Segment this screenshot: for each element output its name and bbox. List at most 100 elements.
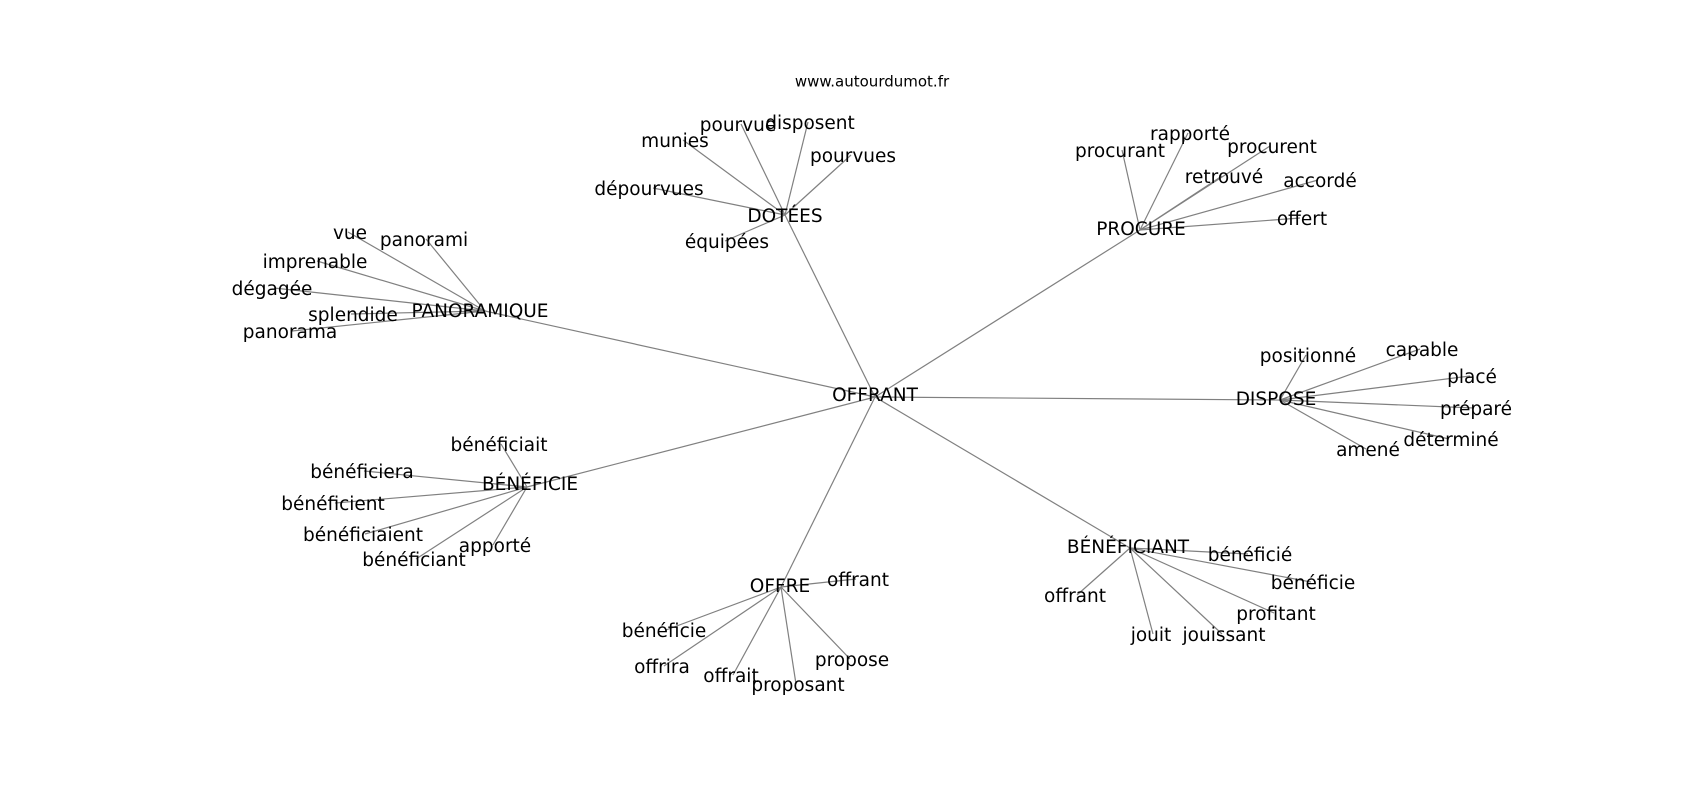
word-node-label: procurent [1227, 137, 1317, 158]
edge-group-to-word [1129, 547, 1223, 635]
edge-group-to-word [1129, 547, 1275, 614]
group-node-label: BÉNÉFICIANT [1067, 536, 1190, 558]
group-node-label: BÉNÉFICIE [482, 473, 578, 495]
edge-group-to-word [1139, 132, 1189, 231]
edge-group-to-word [724, 214, 786, 242]
word-node-label: dégagée [232, 279, 313, 300]
edge-group-to-word [364, 486, 528, 535]
word-node-label: offrant [1044, 586, 1106, 607]
word-node-label: bénéficient [281, 494, 385, 515]
edge-group-to-word [1139, 175, 1223, 231]
word-node-label: dépourvues [594, 179, 703, 200]
edge-group-to-word [1129, 547, 1312, 583]
edge-group-to-word [784, 154, 852, 216]
word-node-label: vue [333, 223, 367, 244]
source-url: www.autourdumot.fr [795, 73, 950, 91]
edge-center-to-group [874, 396, 1131, 549]
edge-center-to-group [874, 396, 1281, 401]
word-node-label: splendide [308, 305, 398, 326]
word-node-label: jouit [1130, 625, 1172, 646]
edge-group-to-word [500, 443, 528, 488]
word-node-label: panorami [380, 230, 468, 251]
word-node-label: pourvue [700, 115, 776, 136]
word-node-label: bénéficie [622, 621, 707, 642]
edge-group-to-word [492, 486, 528, 546]
word-node-label: panorama [243, 322, 337, 343]
edge-group-to-word [740, 123, 786, 216]
word-node-label: offert [1277, 209, 1327, 230]
word-node-label: disposent [765, 113, 855, 134]
word-node-label: profitant [1236, 604, 1315, 625]
edge-center-to-group [526, 396, 876, 488]
word-node-label: préparé [1440, 399, 1512, 420]
edge-group-to-word [1279, 399, 1450, 440]
edge-group-to-word [665, 586, 782, 631]
word-node-label: jouissant [1182, 625, 1266, 646]
edge-group-to-word [1279, 348, 1421, 401]
word-node-label: amené [1336, 440, 1400, 461]
word-node-label: bénéficiait [451, 435, 548, 456]
word-node-label: bénéficiera [310, 462, 414, 483]
edge-group-to-word [334, 486, 528, 504]
group-node-label: DISPOSE [1236, 389, 1317, 410]
center-node-label: OFFRANT [832, 385, 918, 406]
edge-group-to-word [415, 486, 528, 560]
word-node-label: munies [641, 131, 709, 152]
edge-group-to-word [780, 586, 797, 685]
edge-group-to-word [1121, 149, 1141, 231]
word-node-label: imprenable [263, 252, 368, 273]
edge-group-to-word [1279, 375, 1471, 401]
edge-group-to-word [350, 310, 486, 315]
word-node-label: procurant [1075, 141, 1165, 162]
word-node-label: positionné [1260, 346, 1356, 367]
edge-group-to-word [363, 470, 528, 488]
word-node-label: bénéficié [1208, 545, 1293, 566]
edge-group-to-word [682, 139, 786, 216]
edge-group-to-word [291, 310, 486, 332]
group-node-label: PANORAMIQUE [412, 301, 549, 322]
word-node-label: accordé [1283, 171, 1356, 192]
edge-group-to-word [1139, 217, 1301, 231]
word-node-label: bénéficiant [362, 550, 466, 571]
group-node-label: PROCURE [1096, 219, 1186, 240]
word-node-label: bénéficiaient [303, 525, 423, 546]
edge-group-to-word [1139, 179, 1319, 231]
word-node-label: propose [815, 650, 889, 671]
edge-group-to-word [1129, 547, 1249, 555]
graph-edges [273, 121, 1475, 685]
edge-group-to-word [780, 578, 857, 588]
edge-center-to-group [484, 310, 876, 398]
edge-group-to-word [1129, 547, 1154, 635]
edge-group-to-word [1279, 399, 1367, 450]
word-node-label: proposant [751, 675, 844, 696]
edge-group-to-word [425, 238, 486, 312]
word-node-label: équipées [685, 232, 769, 253]
group-node-label: DOTÉES [747, 205, 822, 227]
group-node-label: OFFRE [750, 576, 810, 597]
edge-group-to-word [1279, 399, 1475, 409]
edge-center-to-group [780, 396, 876, 588]
edge-group-to-word [1279, 354, 1307, 401]
word-node-label: placé [1447, 367, 1497, 388]
word-node-label: bénéficie [1271, 573, 1356, 594]
word-node-label: apporté [459, 536, 531, 557]
word-node-label: offrant [827, 570, 889, 591]
edge-group-to-word [732, 586, 782, 676]
word-node-label: retrouvé [1185, 167, 1263, 188]
edge-group-to-word [780, 586, 851, 660]
edge-group-to-word [316, 260, 486, 312]
word-node-label: rapporté [1150, 124, 1230, 145]
edge-group-to-word [273, 287, 486, 312]
word-node-label: capable [1386, 340, 1459, 361]
word-node-label: pourvues [810, 146, 896, 167]
edge-center-to-group [874, 229, 1141, 398]
edge-group-to-word [663, 586, 782, 667]
edge-group-to-word [1076, 547, 1131, 596]
edge-group-to-word [652, 187, 786, 216]
word-node-label: déterminé [1403, 430, 1498, 451]
word-node-label: offrira [634, 657, 690, 678]
edge-center-to-group [784, 214, 876, 398]
word-node-label: offrait [703, 666, 758, 687]
